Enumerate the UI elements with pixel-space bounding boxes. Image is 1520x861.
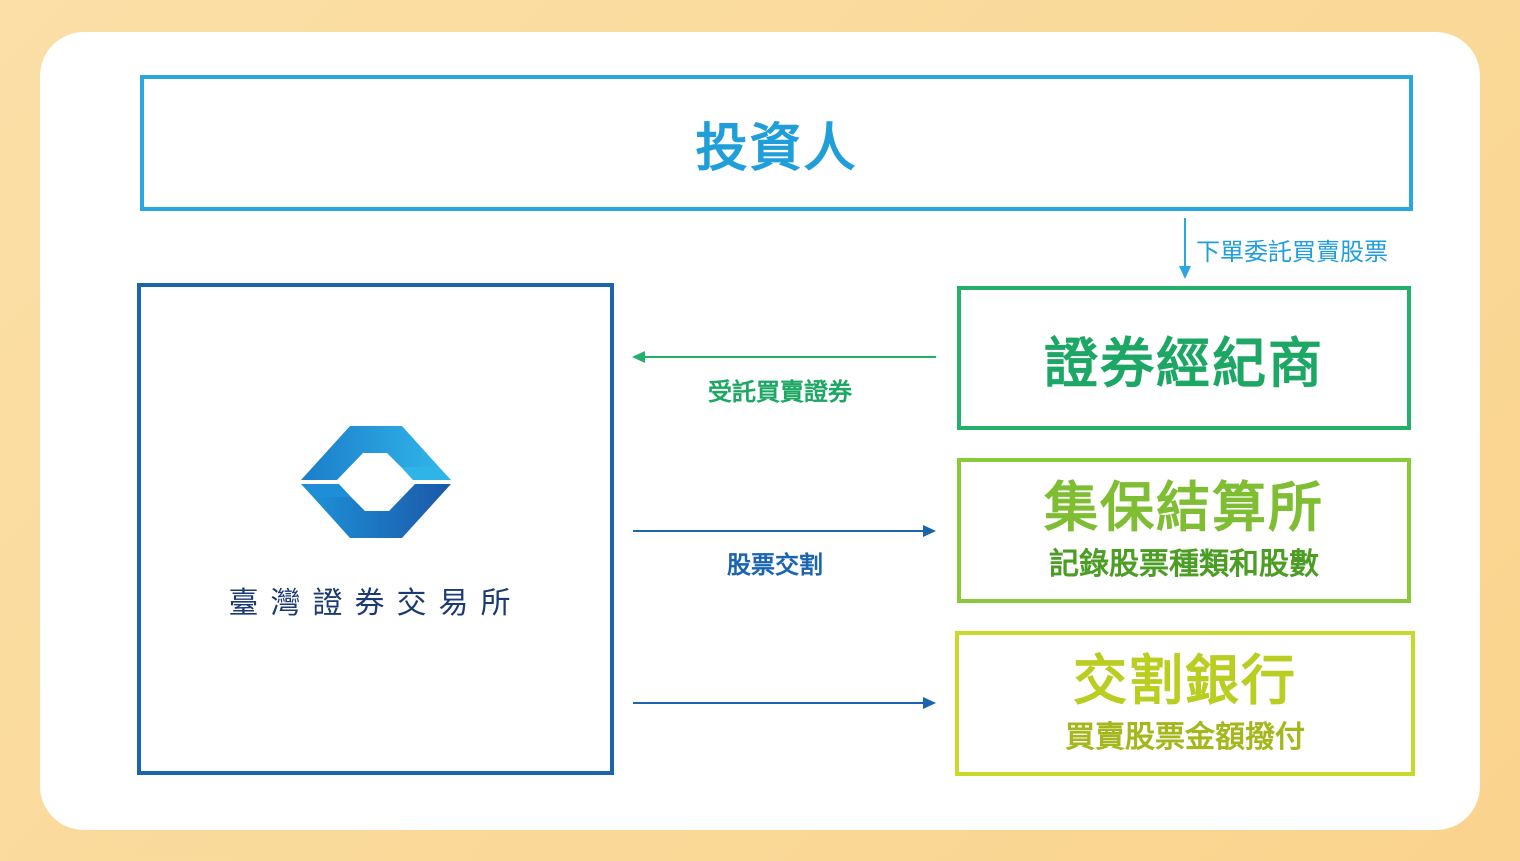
depository-title: 集保結算所 xyxy=(1044,475,1324,539)
entrust-arrow xyxy=(632,351,936,363)
exchange-box: 臺灣證券交易所 xyxy=(137,283,614,775)
bank-subtitle: 買賣股票金額撥付 xyxy=(1065,720,1305,756)
investor-box: 投資人 xyxy=(140,75,1413,211)
depository-subtitle: 記錄股票種類和股數 xyxy=(1049,547,1319,583)
delivery-arrow-label: 股票交割 xyxy=(727,551,823,579)
bank-box: 交割銀行 買賣股票金額撥付 xyxy=(955,631,1415,776)
twse-logo-icon xyxy=(300,426,451,538)
exchange-name: 臺灣證券交易所 xyxy=(228,586,523,621)
broker-box: 證券經紀商 xyxy=(957,286,1411,430)
depository-box: 集保結算所 記錄股票種類和股數 xyxy=(957,458,1411,603)
broker-title: 證券經紀商 xyxy=(1044,331,1324,395)
settlement-arrow xyxy=(633,697,936,709)
bank-title: 交割銀行 xyxy=(1073,648,1297,712)
delivery-arrow xyxy=(633,525,936,537)
order-arrow xyxy=(1179,218,1191,279)
investor-title: 投資人 xyxy=(695,118,858,179)
entrust-arrow-label: 受託買賣證券 xyxy=(708,378,852,406)
order-arrow-label: 下單委託買賣股票 xyxy=(1196,238,1388,266)
